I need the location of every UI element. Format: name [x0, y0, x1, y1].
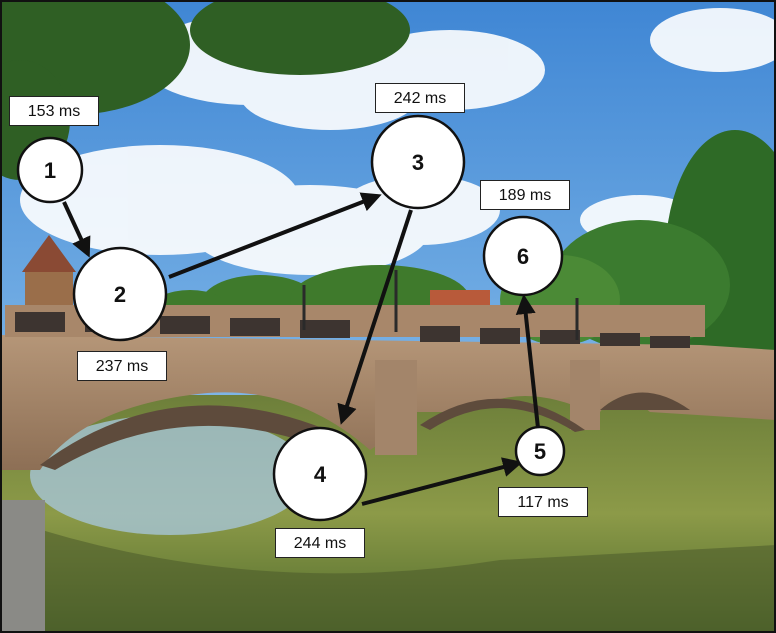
saccade-1-2 [62, 201, 91, 258]
tower [22, 235, 76, 308]
saccade-3-4 [337, 209, 413, 425]
fixation-4-duration: 244 ms [275, 528, 365, 558]
fixation-5-circle [514, 425, 566, 477]
fixation-4-number: 4 [314, 462, 327, 487]
fixation-1-circle [16, 136, 84, 204]
fixation-5-duration: 117 ms [498, 487, 588, 517]
embankment [0, 500, 45, 633]
fixation-1-number: 1 [44, 158, 56, 183]
saccade-4-5 [361, 457, 523, 506]
fixation-3-duration: 242 ms [375, 83, 465, 113]
saccade-5-6 [515, 294, 540, 429]
fixation-5-number: 5 [534, 439, 546, 464]
fixation-1-duration: 153 ms [9, 96, 99, 126]
fixation-4-circle [272, 426, 368, 522]
fixation-2-circle [72, 246, 168, 342]
lamp-posts [302, 270, 579, 340]
fixation-6-circle [482, 215, 564, 297]
fixation-3-number: 3 [412, 150, 424, 175]
bridge-reflection [10, 520, 776, 633]
fixation-markers [16, 114, 566, 522]
fixation-2-duration: 237 ms [77, 351, 167, 381]
fixation-2-number: 2 [114, 282, 126, 307]
fixation-6-duration: 189 ms [480, 180, 570, 210]
fixation-6-number: 6 [517, 244, 529, 269]
fixation-3-circle [370, 114, 466, 210]
scanpath-arrows [62, 192, 540, 506]
saccade-2-3 [168, 192, 382, 279]
